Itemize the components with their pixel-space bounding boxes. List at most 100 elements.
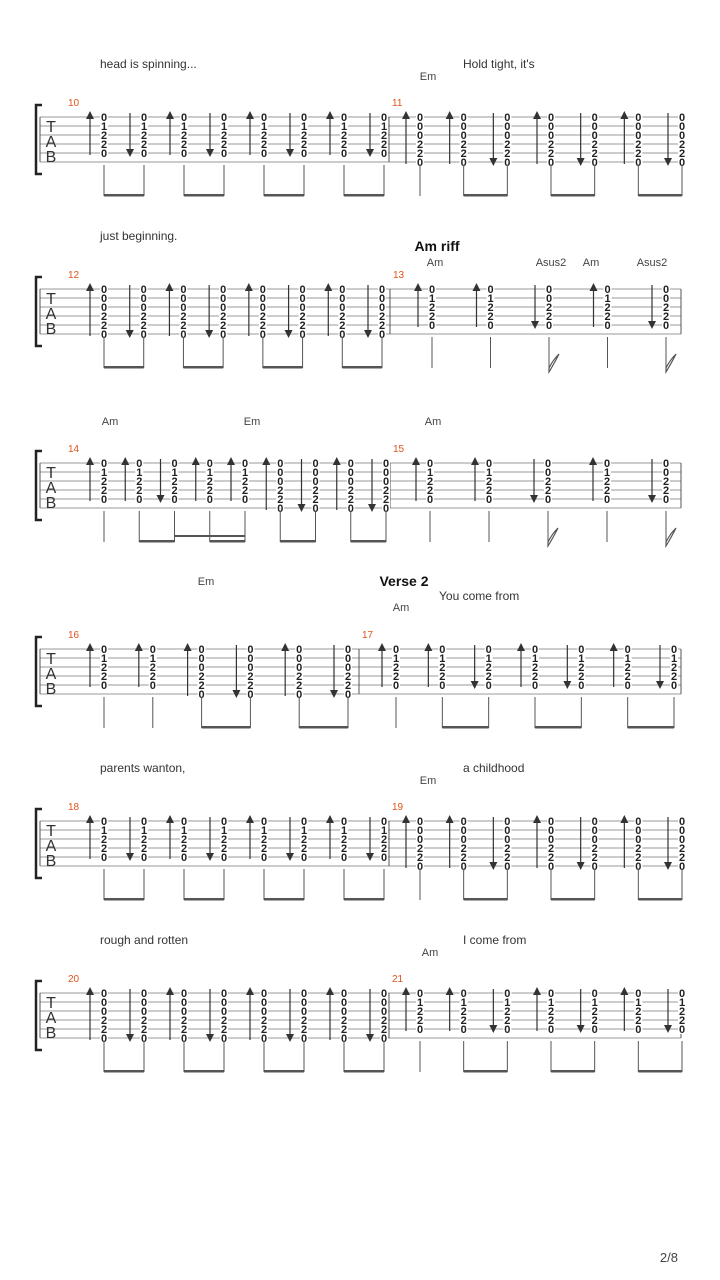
fret-number: 0 <box>341 1033 347 1045</box>
fret-number: 1 <box>486 467 492 479</box>
fret-number: 0 <box>381 816 387 828</box>
fret-bg <box>378 284 386 294</box>
fret-number: 1 <box>341 825 347 837</box>
fret-number: 0 <box>461 988 467 1000</box>
strum-up-arrow <box>620 815 629 823</box>
fret-number: 0 <box>671 644 677 656</box>
strum-down-arrow <box>286 149 294 157</box>
fret-number: 2 <box>487 302 493 314</box>
fret-bg <box>544 458 552 468</box>
fret-number: 0 <box>487 320 493 332</box>
fret-number: 0 <box>301 1006 307 1018</box>
fret-number: 0 <box>141 293 147 305</box>
fret-number: 1 <box>625 653 631 665</box>
fret-number: 0 <box>417 130 423 142</box>
fret-number: 1 <box>207 467 213 479</box>
fret-bg <box>503 997 512 1007</box>
fret-number: 1 <box>261 825 267 837</box>
fret-bg <box>678 130 686 140</box>
fret-bg <box>100 1033 108 1043</box>
fret-number: 2 <box>429 302 435 314</box>
fret-bg <box>241 467 249 477</box>
fret-bg <box>135 485 144 495</box>
note-beam <box>638 194 682 197</box>
fret-number: 0 <box>101 816 107 828</box>
strum-up-arrow <box>86 111 94 119</box>
fret-bg <box>260 1033 268 1043</box>
fret-bg <box>634 834 643 844</box>
fret-number: 1 <box>181 121 187 133</box>
fret-bg <box>531 662 539 672</box>
fret-bg <box>380 1015 388 1025</box>
fret-bg <box>139 329 148 339</box>
fret-number: 1 <box>381 121 387 133</box>
strum-down-arrow <box>206 853 214 861</box>
fret-number: 2 <box>261 834 267 846</box>
fret-number: 2 <box>339 320 345 332</box>
fret-bg <box>246 671 255 681</box>
fret-number: 0 <box>679 861 685 873</box>
fret-bg <box>547 843 555 853</box>
fret-number: 0 <box>545 458 551 470</box>
fret-number: 2 <box>417 1015 423 1027</box>
fret-bg <box>100 816 108 826</box>
fret-number: 2 <box>348 485 354 497</box>
fret-bg <box>276 485 285 495</box>
fret-number: 2 <box>383 494 389 506</box>
fret-number: 0 <box>261 1006 267 1018</box>
fret-bg <box>180 988 188 998</box>
note-beam <box>104 366 144 369</box>
fret-number: 2 <box>141 130 147 142</box>
fret-bg <box>547 112 555 122</box>
fret-bg <box>260 988 268 998</box>
fret-bg <box>380 130 388 140</box>
fret-number: 2 <box>592 1006 598 1018</box>
fret-bg <box>180 139 188 149</box>
fret-bg <box>100 293 108 303</box>
fret-number: 1 <box>242 467 248 479</box>
fret-number: 2 <box>381 130 387 142</box>
fret-number: 2 <box>578 671 584 683</box>
fret-number: 0 <box>548 988 554 1000</box>
strum-up-arrow <box>424 643 433 651</box>
fret-number: 0 <box>625 644 631 656</box>
fret-bg <box>634 139 643 149</box>
fret-number: 2 <box>504 843 510 855</box>
strum-down-arrow <box>156 495 165 503</box>
fret-bg <box>438 680 447 690</box>
fret-number: 0 <box>504 1024 510 1036</box>
fret-number: 0 <box>379 293 385 305</box>
fret-number: 2 <box>207 476 213 488</box>
fret-number: 0 <box>548 112 554 124</box>
fret-number: 0 <box>141 988 147 1000</box>
fret-bg <box>338 284 347 294</box>
fret-bg <box>416 157 424 167</box>
fret-number: 0 <box>417 157 423 169</box>
note-beam <box>262 366 303 369</box>
fret-number: 0 <box>383 503 389 515</box>
fret-number: 0 <box>180 302 186 314</box>
fret-bg <box>338 302 347 312</box>
strum-down-arrow <box>366 1034 374 1042</box>
chord-name: Am <box>422 947 439 959</box>
fret-number: 2 <box>181 843 187 855</box>
chord-name: Am <box>427 257 444 269</box>
fret-number: 2 <box>461 148 467 160</box>
fret-number: 0 <box>548 130 554 142</box>
fret-number: 0 <box>301 988 307 1000</box>
fret-number: 1 <box>381 825 387 837</box>
fret-bg <box>486 284 495 294</box>
fret-number: 2 <box>301 139 307 151</box>
fret-bg <box>545 302 553 312</box>
fret-bg <box>311 458 320 468</box>
fret-number: 2 <box>341 834 347 846</box>
fret-bg <box>547 121 555 131</box>
fret-number: 0 <box>578 644 584 656</box>
fret-number: 2 <box>181 1024 187 1036</box>
fret-number: 2 <box>486 476 492 488</box>
note-beam-secondary <box>174 535 245 537</box>
fret-number: 2 <box>417 843 423 855</box>
fret-number: 0 <box>417 816 423 828</box>
fret-number: 2 <box>101 311 107 323</box>
fret-bg <box>503 121 512 131</box>
